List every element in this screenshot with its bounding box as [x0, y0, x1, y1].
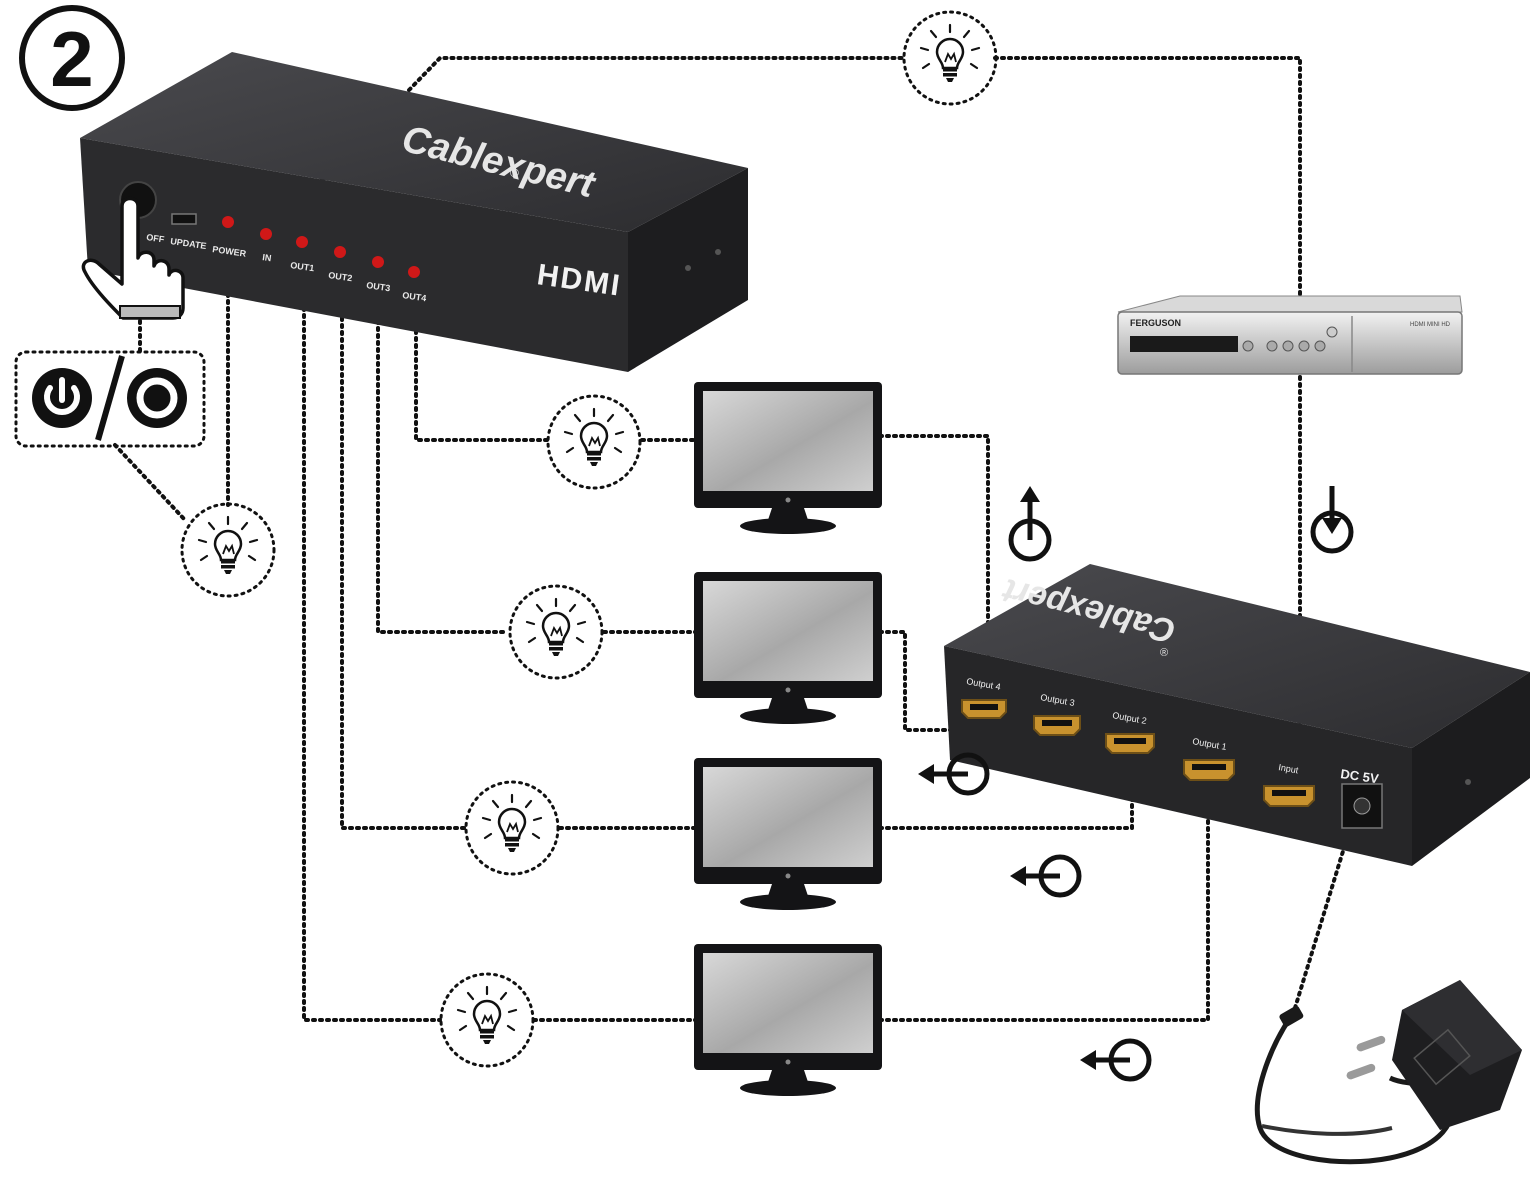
update-port: [171, 213, 197, 225]
power-adapter-icon: [1254, 980, 1522, 1165]
monitor-icon: [694, 382, 882, 534]
receiver-model: HDMI MINI HD: [1410, 322, 1451, 328]
plug-in-arrow-icon: [1080, 1038, 1152, 1082]
led-label-out2: OUT2: [328, 270, 353, 283]
satellite-receiver: FERGUSON HDMI MINI HD: [1117, 295, 1463, 375]
slash-divider: [95, 355, 125, 441]
button-label-off: OFF: [146, 232, 166, 244]
monitor-icon: [694, 572, 882, 724]
led-out3: [372, 256, 384, 268]
hdmi-port[interactable]: [1105, 733, 1155, 754]
power-standby-icon: [32, 368, 92, 428]
splitter-front-registered: ®: [510, 166, 519, 180]
splitter-back-registered: ®: [1160, 647, 1168, 659]
plug-in-arrow-icon: [1310, 486, 1354, 554]
status-leds: [222, 216, 420, 278]
monitor-icon: [694, 758, 882, 910]
lightbulb-icon: [464, 780, 560, 876]
lightbulb-icon: [180, 502, 276, 598]
lightbulb-icon: [546, 394, 642, 490]
led-label-power: POWER: [212, 244, 248, 259]
hand-pointer-icon: [81, 196, 185, 320]
hdmi-port[interactable]: [1183, 759, 1235, 781]
power-on-ring-icon: [127, 368, 187, 428]
hdmi-port[interactable]: [1263, 785, 1315, 807]
step-number: 2: [50, 15, 93, 103]
port-label-input: Input: [1278, 762, 1300, 775]
lightbulb-icon: [508, 584, 604, 680]
monitor-icon: [694, 944, 882, 1096]
led-label-in: IN: [262, 252, 272, 263]
hdmi-port[interactable]: [1033, 715, 1081, 736]
led-power: [222, 216, 234, 228]
step-badge: 2: [19, 5, 125, 111]
led-label-out4: OUT4: [402, 290, 427, 303]
led-label-out1: OUT1: [290, 260, 315, 273]
power-symbols-box: [14, 350, 206, 448]
led-in: [260, 228, 272, 240]
hdmi-port[interactable]: [961, 699, 1007, 719]
led-out4: [408, 266, 420, 278]
led-label-out3: OUT3: [366, 280, 391, 293]
plug-in-arrow-icon: [1010, 854, 1082, 898]
lightbulb-icon: [902, 10, 998, 106]
plug-out-arrow-icon: [1008, 486, 1052, 562]
hdmi-splitter-back: Cablexpert ® Output 4 Output 3 Ou: [944, 564, 1530, 866]
receiver-brand: FERGUSON: [1130, 318, 1181, 328]
lightbulb-icon: [439, 972, 535, 1068]
power-label-dc5v: DC 5V: [1340, 766, 1380, 786]
hdmi-splitter-front: Cablexpert ® HDMI OFF UPDATE POWER IN OU…: [80, 52, 748, 372]
plug-in-arrow-icon: [918, 752, 990, 796]
led-out2: [334, 246, 346, 258]
led-out1: [296, 236, 308, 248]
dc-power-jack[interactable]: [1341, 783, 1383, 829]
